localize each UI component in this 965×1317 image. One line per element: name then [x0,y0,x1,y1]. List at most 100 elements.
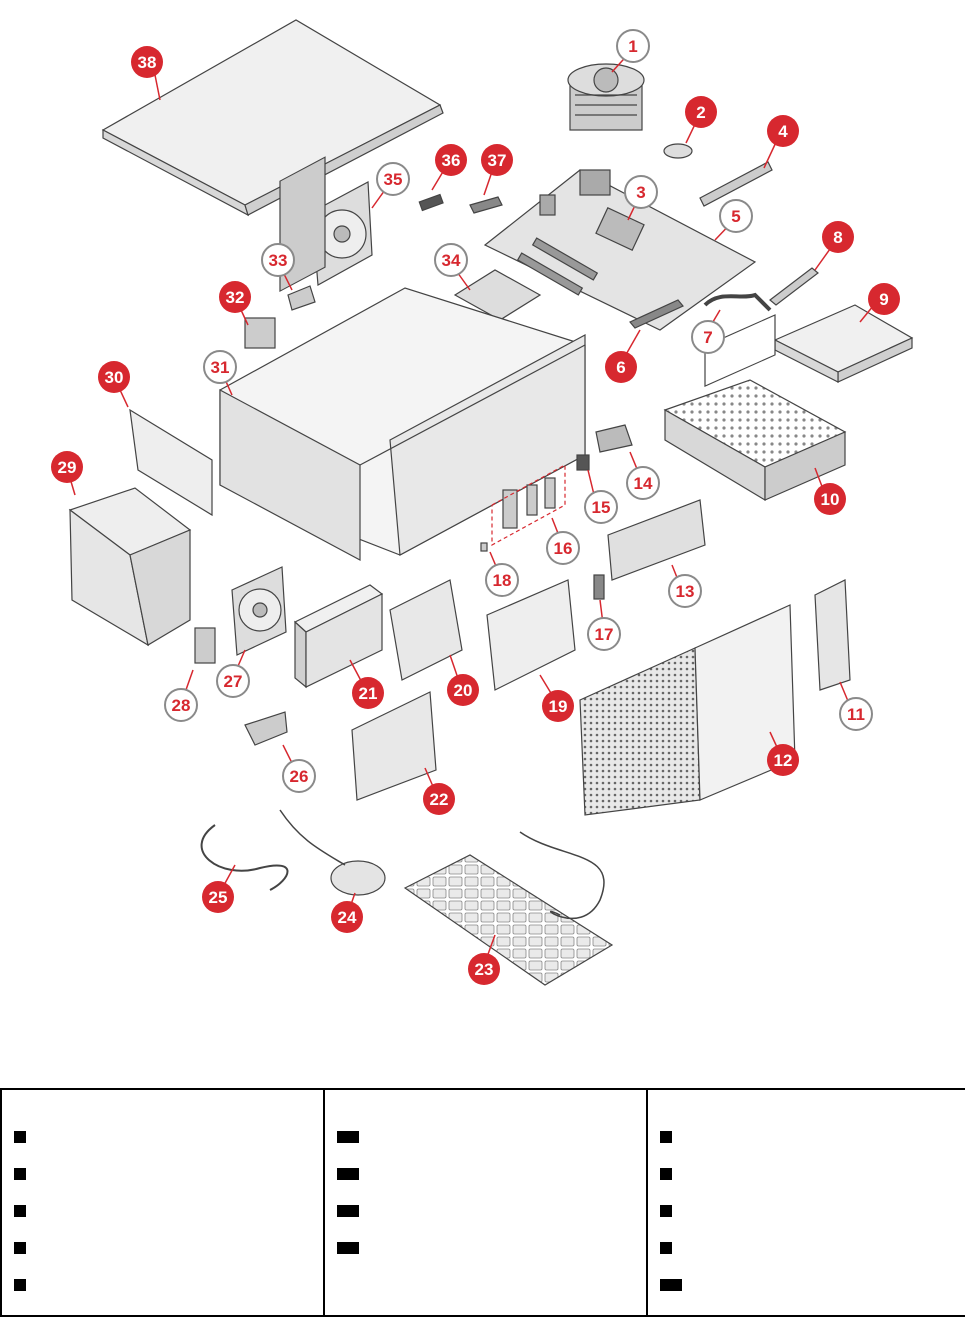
legend-item [14,1204,323,1241]
power-supply-part [68,487,192,647]
svg-text:22: 22 [430,790,449,809]
svg-text:5: 5 [731,207,740,226]
legend-key-marker [660,1242,672,1254]
callout-36: 36 [435,144,467,176]
legend-item [337,1130,646,1167]
legend-key-marker [14,1205,26,1217]
svg-text:29: 29 [58,458,77,477]
mouse-part [279,809,386,896]
callout-7: 7 [691,320,725,354]
callout-29: 29 [51,451,83,483]
legend-item [337,1241,646,1278]
svg-text:25: 25 [209,888,228,907]
front-fan-part [231,566,287,656]
svg-text:35: 35 [384,170,403,189]
callout-2: 2 [685,96,717,128]
legend-item [14,1278,323,1315]
legend-key-marker [14,1242,26,1254]
board-bracket-part [453,269,542,321]
svg-text:8: 8 [833,228,842,247]
power-cord-part [200,824,289,891]
callout-20: 20 [447,674,479,706]
svg-text:38: 38 [138,53,157,72]
legend-key-marker [14,1279,26,1291]
small-bracket-part [769,267,819,306]
svg-text:17: 17 [595,625,614,644]
optical-drive-part [773,304,914,383]
legend-item [660,1130,965,1167]
drive-bracket-part-22 [351,691,437,801]
svg-text:6: 6 [616,358,625,377]
memory-module-part [699,161,773,207]
svg-text:13: 13 [676,582,695,601]
callout-16: 16 [546,531,580,565]
svg-text:16: 16 [554,539,573,558]
callout-5: 5 [719,199,753,233]
svg-text:9: 9 [879,290,888,309]
exploded-parts-diagram: 38 2 4 6 8 9 10 11 12 19 20 21 22 23 24 … [51,19,914,986]
legend-key-marker [660,1205,672,1217]
svg-text:18: 18 [493,571,512,590]
svg-text:34: 34 [442,251,461,270]
callout-27: 27 [216,664,250,698]
legend-column-2 [323,1088,648,1317]
callout-35: 35 [376,162,410,196]
callout-6: 6 [605,351,637,383]
svg-text:26: 26 [290,767,309,786]
callout-33: 33 [261,243,295,277]
callout-38: 38 [131,46,163,78]
svg-text:10: 10 [821,490,840,509]
legend-column-3 [646,1088,965,1317]
callout-24: 24 [331,901,363,933]
callout-10: 10 [814,483,846,515]
speaker-part-32 [244,317,276,349]
cpu-cooler-part [567,63,645,131]
svg-text:11: 11 [847,705,865,724]
legend-key-marker [337,1131,359,1143]
svg-text:1: 1 [628,37,637,56]
svg-text:4: 4 [778,122,788,141]
legend-key-marker [14,1168,26,1180]
callout-18: 18 [485,563,519,597]
svg-text:14: 14 [634,474,653,493]
legend-item [14,1130,323,1167]
svg-text:27: 27 [224,672,243,691]
rear-fan-part [311,181,373,286]
legend-key-marker [337,1168,359,1180]
callout-34: 34 [434,243,468,277]
keyboard-part [403,831,614,986]
svg-text:20: 20 [454,681,473,700]
m2-module-part-37 [469,196,503,214]
legend-column-1 [0,1088,325,1317]
svg-text:37: 37 [488,151,507,170]
callout-19: 19 [542,690,574,722]
svg-text:15: 15 [592,498,611,517]
bezel-trim-part [814,579,851,691]
callout-8: 8 [822,221,854,253]
callout-32: 32 [219,281,251,313]
svg-text:28: 28 [172,696,191,715]
svg-text:30: 30 [105,368,124,387]
legend-item [337,1167,646,1204]
callout-25: 25 [202,881,234,913]
svg-text:36: 36 [442,151,461,170]
callout-14: 14 [626,466,660,500]
callout-3: 3 [624,175,658,209]
legend-item [660,1241,965,1278]
m2-ssd-part [629,299,684,329]
callout-30: 30 [98,361,130,393]
callout-4: 4 [767,115,799,147]
callout-37: 37 [481,144,513,176]
svg-text:7: 7 [703,328,712,347]
chassis-part [219,156,586,562]
svg-text:21: 21 [359,684,378,703]
clip-part-36 [418,193,444,212]
legend-item [14,1167,323,1204]
svg-text:3: 3 [636,183,645,202]
svg-text:2: 2 [696,103,705,122]
latch-part-33 [287,285,316,311]
callout-1: 1 [616,29,650,63]
sata-cable-part [703,292,772,312]
legend-item [660,1167,965,1204]
legend-key-marker [14,1131,26,1143]
